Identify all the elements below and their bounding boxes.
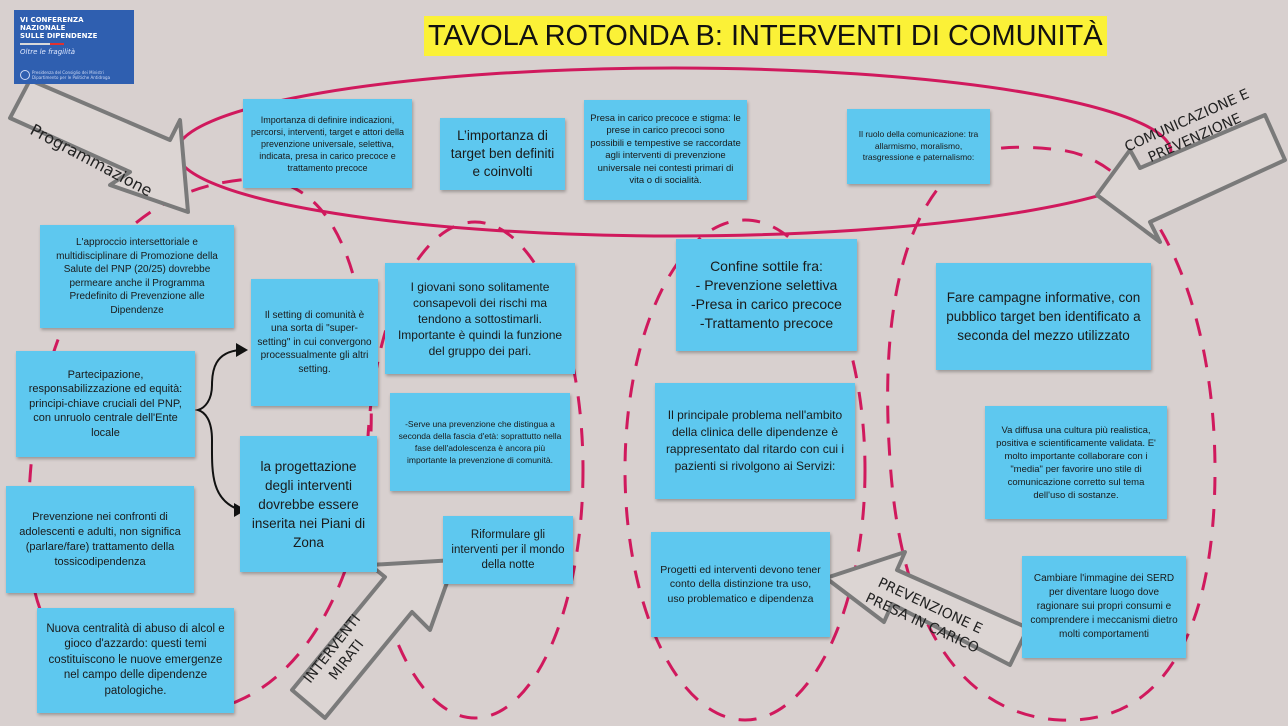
sticky-note[interactable]: Importanza di definire indicazioni, perc… (243, 99, 412, 188)
sticky-note[interactable]: I giovani sono solitamente consapevoli d… (385, 263, 575, 374)
sticky-note[interactable]: Il ruolo della comunicazione: tra allarm… (847, 109, 990, 184)
sticky-note[interactable]: Il setting di comunità è una sorta di "s… (251, 279, 378, 406)
note-text: L’importanza di target ben definiti e co… (450, 128, 555, 179)
sticky-note[interactable]: Cambiare l'immagine dei SERD per diventa… (1022, 556, 1186, 658)
logo-footer: Presidenza del Consiglio dei Ministri Di… (20, 70, 128, 80)
arrow-presa-in-carico (824, 550, 1030, 667)
note-text: Progetti ed interventi devono tener cont… (660, 563, 821, 605)
conference-logo: VI CONFERENZA NAZIONALE SULLE DIPENDENZE… (14, 10, 134, 84)
note-text: Riformulare gli interventi per il mondo … (451, 528, 565, 571)
logo-flag-bar (20, 43, 64, 45)
note-text: Il principale problema nell'ambito della… (665, 408, 845, 473)
sticky-note[interactable]: Fare campagne informative, con pubblico … (936, 263, 1151, 370)
note-text: Cambiare l'immagine dei SERD per diventa… (1030, 573, 1178, 640)
note-text: Presa in carico precoce e stigma: le pre… (590, 112, 741, 187)
republic-seal-icon (20, 70, 30, 80)
sticky-note[interactable]: Partecipazione, responsabilizzazione ed … (16, 351, 195, 457)
note-text: Il ruolo della comunicazione: tra allarm… (858, 129, 979, 163)
brace-connector (194, 349, 241, 511)
sticky-note[interactable]: Confine sottile fra: - Prevenzione selet… (676, 239, 857, 351)
sticky-note[interactable]: la progettazione degli interventi dovreb… (240, 436, 377, 572)
note-text: Va diffusa una cultura più realistica, p… (996, 424, 1156, 501)
logo-footer-line1: Presidenza del Consiglio dei Ministri (32, 70, 104, 75)
logo-footer-line2: Dipartimento per le Politiche Antidroga (32, 75, 111, 80)
logo-line2: SULLE DIPENDENZE (20, 32, 98, 40)
connector-arrowhead-top (236, 343, 248, 357)
sticky-note[interactable]: Va diffusa una cultura più realistica, p… (985, 406, 1167, 519)
logo-tagline: Oltre le fragilità (20, 48, 76, 56)
note-text: la progettazione degli interventi dovreb… (251, 458, 366, 550)
note-text: Partecipazione, responsabilizzazione ed … (28, 368, 183, 439)
note-text: Fare campagne informative, con pubblico … (946, 290, 1141, 343)
sticky-note[interactable]: Riformulare gli interventi per il mondo … (443, 516, 573, 584)
arrow-programmazione (8, 78, 190, 214)
logo-line1: VI CONFERENZA NAZIONALE (20, 16, 84, 32)
sticky-note[interactable]: -Serve una prevenzione che distingua a s… (390, 393, 570, 491)
note-text: Confine sottile fra: - Prevenzione selet… (691, 258, 842, 331)
note-text: Il setting di comunità è una sorta di "s… (257, 309, 372, 375)
dashed-ellipse-center (623, 218, 867, 722)
arrow-interventi-mirati (290, 558, 457, 720)
sticky-note[interactable]: Prevenzione nei confronti di adolescenti… (6, 486, 194, 593)
sticky-note[interactable]: Progetti ed interventi devono tener cont… (651, 532, 830, 637)
note-text: I giovani sono solitamente consapevoli d… (397, 279, 563, 358)
note-text: Nuova centralità di abuso di alcol e gio… (46, 622, 225, 697)
sticky-note[interactable]: Il principale problema nell'ambito della… (655, 383, 855, 499)
arrow-comunicazione (1095, 113, 1287, 244)
note-text: Prevenzione nei confronti di adolescenti… (19, 510, 181, 568)
sticky-note[interactable]: Presa in carico precoce e stigma: le pre… (584, 100, 747, 200)
note-text: -Serve una prevenzione che distingua a s… (398, 419, 562, 465)
sticky-note[interactable]: Nuova centralità di abuso di alcol e gio… (37, 608, 234, 713)
sticky-note[interactable]: L’importanza di target ben definiti e co… (440, 118, 565, 190)
page-title: TAVOLA ROTONDA B: INTERVENTI DI COMUNITÀ (424, 16, 1107, 56)
sticky-note[interactable]: L'approccio intersettoriale e multidisci… (40, 225, 234, 328)
note-text: Importanza di definire indicazioni, perc… (250, 114, 405, 173)
note-text: L'approccio intersettoriale e multidisci… (56, 237, 218, 316)
